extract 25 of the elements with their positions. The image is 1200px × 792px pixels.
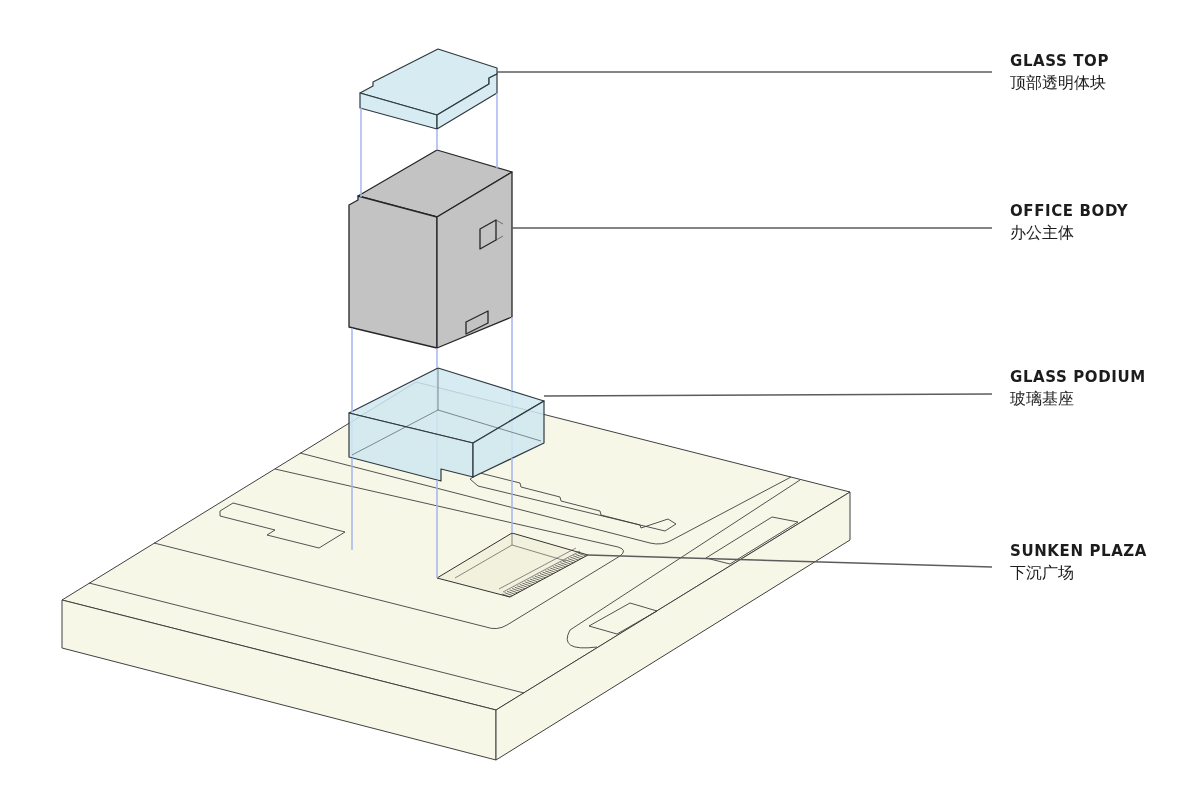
projection-line xyxy=(511,316,513,392)
glass-block xyxy=(359,48,498,130)
leader-line xyxy=(511,227,993,229)
office-block xyxy=(348,149,513,349)
leader-line xyxy=(587,554,993,568)
label-subtext: 顶部透明体块 xyxy=(1010,73,1106,94)
label-heading: SUNKEN PLAZA xyxy=(1010,541,1148,562)
projection-line xyxy=(436,479,438,579)
glass-podium-block xyxy=(348,367,545,482)
label-heading: OFFICE BODY xyxy=(1010,201,1129,222)
leader-line xyxy=(496,71,993,73)
projection-line xyxy=(436,128,438,151)
projection-line xyxy=(496,92,498,169)
projection-line xyxy=(511,457,513,534)
label-subtext: 办公主体 xyxy=(1010,223,1074,244)
projection-line xyxy=(351,327,353,413)
label-heading: GLASS TOP xyxy=(1010,51,1109,72)
label-subtext: 下沉广场 xyxy=(1010,563,1074,584)
label-heading: GLASS PODIUM xyxy=(1010,367,1146,388)
projection-line xyxy=(436,347,438,369)
label-subtext: 玻璃基座 xyxy=(1010,389,1074,410)
projection-line xyxy=(351,457,353,551)
sunken-plaza xyxy=(436,532,589,598)
leader-line xyxy=(543,393,993,397)
projection-line xyxy=(360,107,362,198)
